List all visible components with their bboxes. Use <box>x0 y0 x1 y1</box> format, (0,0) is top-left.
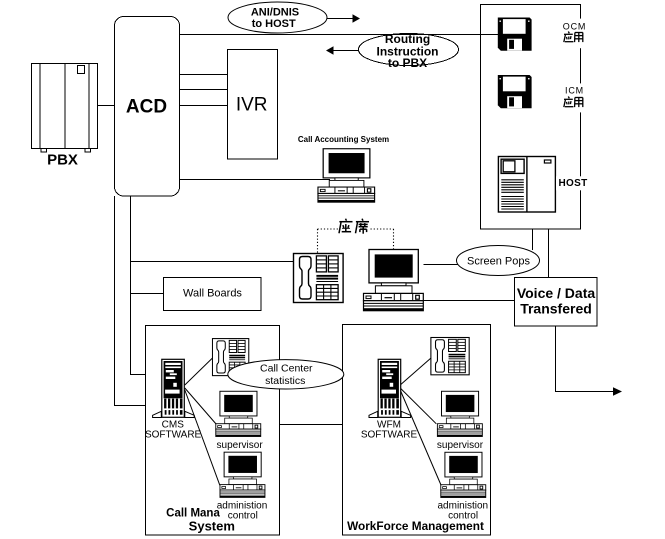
svg-text:control: control <box>448 511 478 522</box>
svg-text:Transfered: Transfered <box>520 301 592 317</box>
svg-text:Instruction: Instruction <box>377 44 439 58</box>
svg-text:to PBX: to PBX <box>388 56 427 70</box>
svg-text:IVR: IVR <box>236 95 268 116</box>
svg-text:control: control <box>228 511 258 522</box>
svg-text:System: System <box>189 519 235 534</box>
svg-text:administion: administion <box>438 501 489 512</box>
svg-text:WorkForce Management: WorkForce Management <box>347 519 484 533</box>
svg-text:Screen Pops: Screen Pops <box>467 255 530 267</box>
svg-text:ICM: ICM <box>565 86 584 96</box>
svg-text:PBX: PBX <box>47 152 78 169</box>
svg-text:CMS: CMS <box>162 420 185 431</box>
svg-text:to HOST: to HOST <box>252 18 296 30</box>
svg-text:ACD: ACD <box>126 97 167 118</box>
svg-text:Routing: Routing <box>385 32 430 46</box>
svg-text:WFM: WFM <box>377 420 401 431</box>
svg-text:SOFTWARE: SOFTWARE <box>145 430 202 441</box>
svg-text:HOST: HOST <box>559 178 588 189</box>
svg-text:Call Accounting System: Call Accounting System <box>298 135 389 144</box>
svg-text:ANI/DNIS: ANI/DNIS <box>251 6 299 18</box>
svg-text:supervisor: supervisor <box>217 440 264 451</box>
svg-text:OCM: OCM <box>563 21 586 31</box>
svg-text:Wall Boards: Wall Boards <box>183 287 242 299</box>
svg-text:Call Center: Call Center <box>260 363 313 375</box>
svg-text:supervisor: supervisor <box>437 440 484 451</box>
svg-text:administion: administion <box>217 501 268 512</box>
svg-text:statistics: statistics <box>265 375 305 387</box>
svg-text:Voice / Data: Voice / Data <box>517 285 596 301</box>
svg-text:SOFTWARE: SOFTWARE <box>361 430 418 441</box>
svg-text:Call Mana: Call Mana <box>166 507 220 519</box>
